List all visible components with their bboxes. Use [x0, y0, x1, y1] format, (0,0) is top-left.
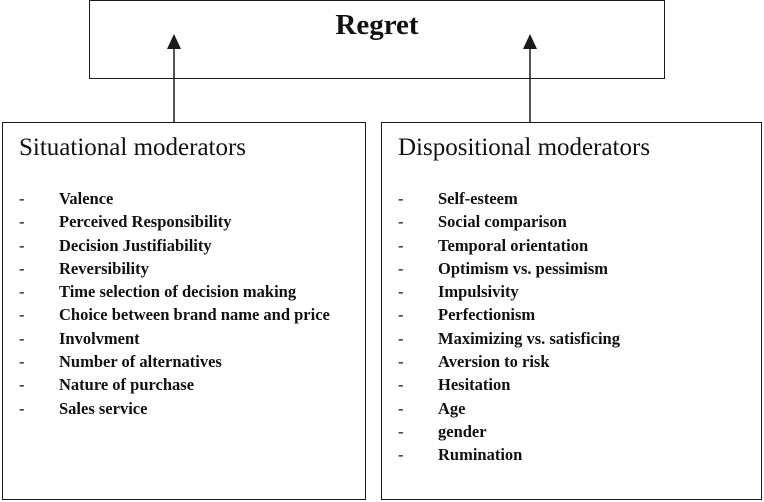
list-item: - Optimism vs. pessimism: [398, 258, 620, 281]
list-dash: -: [398, 305, 404, 325]
list-item: - Maximizing vs. satisficing: [398, 328, 620, 351]
list-item-label: Decision Justifiability: [59, 235, 212, 255]
list-dash: -: [19, 375, 25, 395]
list-item: - Choice between brand name and price: [19, 304, 330, 327]
list-dash: -: [398, 398, 404, 418]
list-dash: -: [19, 398, 25, 418]
list-item-label: Perceived Responsibility: [59, 212, 232, 232]
situational-moderators-list: - Valence - Perceived Responsibility - Decisi…: [19, 188, 330, 421]
list-item-label: Involvment: [59, 328, 140, 348]
list-dash: -: [398, 421, 404, 441]
list-item: - Perceived Responsibility: [19, 211, 330, 234]
list-item: - Valence: [19, 188, 330, 211]
list-dash: -: [398, 212, 404, 232]
dispositional-moderators-heading: Dispositional moderators: [398, 134, 651, 161]
list-item: - Number of alternatives: [19, 351, 330, 374]
list-item-label: Aversion to risk: [438, 352, 550, 372]
regret-box: Regret: [89, 0, 665, 79]
list-dash: -: [19, 328, 25, 348]
list-item: - Perfectionism: [398, 304, 620, 327]
list-dash: -: [19, 212, 25, 232]
list-item: - Age: [398, 398, 620, 421]
list-item: - Social comparison: [398, 211, 620, 234]
list-dash: -: [19, 189, 25, 208]
list-item-label: Nature of purchase: [59, 375, 195, 395]
list-item-label: Choice between brand name and price: [59, 305, 330, 325]
list-item: - Time selection of decision making: [19, 281, 330, 304]
list-dash: -: [398, 328, 404, 348]
list-item-label: gender: [438, 421, 487, 441]
list-item-label: Valence: [59, 189, 114, 208]
list-item-label: Temporal orientation: [438, 235, 589, 255]
list-dash: -: [19, 305, 25, 325]
list-item-label: Optimism vs. pessimism: [438, 258, 609, 278]
list-dash: -: [398, 189, 404, 208]
list-item-label: Number of alternatives: [59, 352, 222, 372]
list-item: - Temporal orientation: [398, 235, 620, 258]
list-dash: -: [398, 282, 404, 302]
list-dash: -: [19, 352, 25, 372]
list-dash: -: [398, 352, 404, 372]
dispositional-moderators-list: - Self-esteem - Social comparison - Temporal …: [398, 188, 620, 468]
dispositional-moderators-box: Dispositional moderators - Self-esteem - So…: [381, 122, 762, 500]
situational-moderators-heading: Situational moderators: [19, 134, 247, 161]
list-item-label: Perfectionism: [438, 305, 536, 325]
list-item: - Aversion to risk: [398, 351, 620, 374]
list-item-label: Impulsivity: [438, 282, 519, 302]
list-item: - Involvment: [19, 328, 330, 351]
list-item: - Nature of purchase: [19, 374, 330, 397]
list-item-label: Social comparison: [438, 212, 567, 232]
list-item: - Decision Justifiability: [19, 235, 330, 258]
list-item-label: Hesitation: [438, 375, 511, 395]
situational-moderators-box: Situational moderators - Valence - Perceive…: [2, 122, 366, 500]
list-item: - gender: [398, 421, 620, 444]
list-item: - Impulsivity: [398, 281, 620, 304]
list-item-label: Self-esteem: [438, 189, 518, 208]
list-item-label: Rumination: [438, 445, 523, 465]
list-dash: -: [398, 445, 404, 465]
list-dash: -: [19, 258, 25, 278]
list-item-label: Reversibility: [59, 258, 149, 278]
list-dash: -: [398, 375, 404, 395]
list-item: - Sales service: [19, 398, 330, 421]
list-item: - Rumination: [398, 444, 620, 467]
list-item-label: Sales service: [59, 398, 148, 418]
list-dash: -: [19, 235, 25, 255]
list-item-label: Age: [438, 398, 466, 418]
list-item: - Self-esteem: [398, 188, 620, 211]
list-dash: -: [398, 235, 404, 255]
list-item: - Reversibility: [19, 258, 330, 281]
list-dash: -: [19, 282, 25, 302]
regret-title: Regret: [335, 9, 419, 41]
list-item-label: Time selection of decision making: [59, 282, 297, 302]
list-dash: -: [398, 258, 404, 278]
list-item-label: Maximizing vs. satisficing: [438, 328, 620, 348]
list-item: - Hesitation: [398, 374, 620, 397]
